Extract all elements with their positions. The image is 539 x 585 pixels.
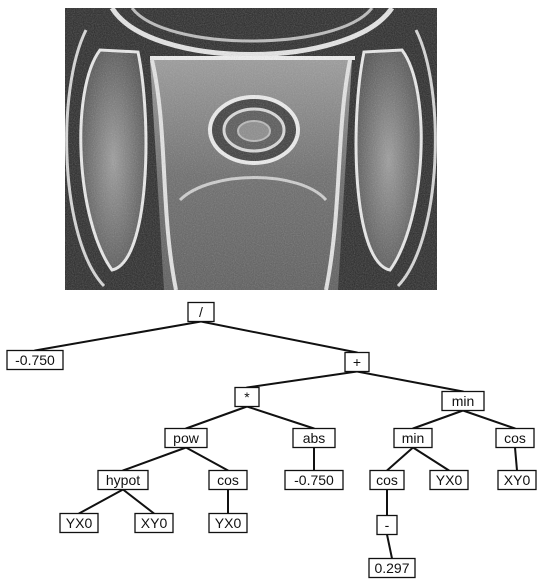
tree-node-yx0: YX0 [430,471,468,490]
tree-node-label: XY0 [141,515,168,531]
tree-node-plus: + [345,353,369,372]
tree-edge [463,411,515,429]
tree-edge [357,372,463,392]
tree-node-label: pow [173,430,200,446]
tree-node-label: + [353,354,361,370]
tree-edge [123,490,154,514]
tree-edge [186,407,247,429]
tree-node-label: - [385,517,390,533]
tree-node-label: YX0 [66,515,93,531]
tree-edge [387,535,392,559]
tree-edge [186,448,228,471]
tree-node-minus: - [377,516,397,535]
tree-node-label: abs [303,430,326,446]
tree-node-yx0: YX0 [209,514,247,533]
tree-node-label: -0.750 [294,472,334,488]
tree-edge [201,322,357,353]
tree-edge [35,322,201,351]
tree-node-abs: abs [293,429,335,448]
tree-node-0-750: -0.750 [7,351,63,370]
tree-node-hypot: hypot [98,471,148,490]
tree-node-pow: pow [165,429,207,448]
tree-node-label: cos [504,430,526,446]
tree-node-divide: / [188,303,214,322]
tree-edge [247,372,357,388]
tree-edge [413,448,449,471]
tree-node-cos: cos [209,471,247,490]
tree-node-label: min [452,393,475,409]
tree-node-label: -0.750 [15,352,55,368]
tree-node-label: * [244,389,250,405]
tree-node-cos: cos [496,429,534,448]
tree-node-0-297: 0.297 [369,559,415,578]
tree-edge [247,407,314,429]
tree-node-multiply: * [235,388,259,407]
tree-node-min: min [394,429,432,448]
tree-edge [413,411,463,429]
tree-node-xy0: XY0 [498,471,536,490]
tree-edge [123,448,186,471]
tree-node-min: min [442,392,484,411]
tree-node-label: 0.297 [374,560,409,576]
tree-node-cos: cos [370,471,404,490]
tree-node-label: YX0 [215,515,242,531]
tree-node-label: hypot [106,472,140,488]
tree-node-xy0: XY0 [135,514,173,533]
tree-node-label: cos [217,472,239,488]
tree-node-label: min [402,430,425,446]
tree-node-label: cos [376,472,398,488]
tree-edge [515,448,517,471]
tree-edges [35,322,517,559]
tree-node-label: / [199,304,203,320]
tree-node-0-750: -0.750 [285,471,343,490]
tree-node-label: XY0 [504,472,531,488]
texture-image [65,8,437,290]
tree-node-label: YX0 [436,472,463,488]
tree-node-yx0: YX0 [60,514,98,533]
tree-edge [79,490,123,514]
tree-edge [387,448,413,471]
